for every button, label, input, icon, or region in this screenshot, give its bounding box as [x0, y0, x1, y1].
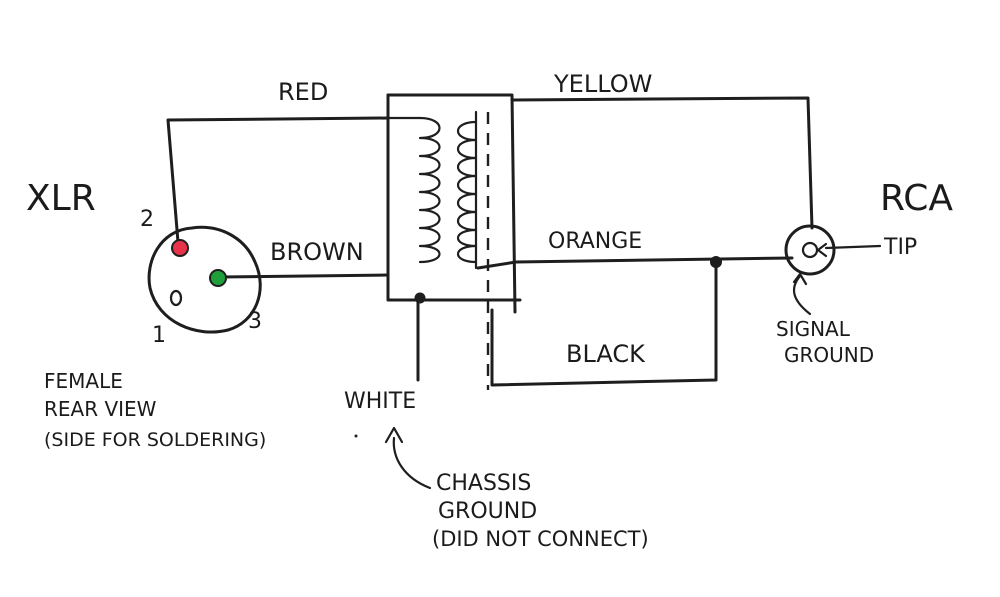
xlr-body — [147, 225, 262, 334]
orange-black-junction — [710, 256, 722, 268]
chassis-ground-arrow — [392, 436, 432, 490]
xlr-pin-1 — [169, 289, 183, 307]
primary-coil — [386, 116, 441, 264]
xlr-pin-2-label: 2 — [140, 207, 154, 232]
white-wire-label: WHITE — [344, 389, 416, 414]
red-wire-label: RED — [278, 78, 328, 106]
rca-connector — [784, 224, 882, 316]
yellow-wire — [510, 96, 814, 230]
chassis-label-line-1: CHASSIS — [436, 471, 531, 496]
signal-ground-arrow — [792, 274, 812, 316]
black-wire-label: BLACK — [566, 340, 646, 368]
xlr-pin-1-label: 1 — [152, 323, 166, 348]
orange-wire — [476, 256, 794, 270]
rca-body — [784, 224, 836, 276]
xlr-title: XLR — [26, 178, 96, 219]
transformer-left-frame — [386, 93, 522, 302]
white-wire-junction — [414, 292, 426, 304]
rca-center — [801, 241, 819, 259]
rca-tip-arrowhead — [816, 242, 828, 258]
chassis-ground-arrowhead — [384, 426, 404, 444]
transformer — [386, 93, 522, 390]
xlr-caption-line-3: (SIDE FOR SOLDERING) — [44, 429, 266, 451]
signal-ground-label-line-1: SIGNAL — [776, 317, 851, 341]
yellow-wire-label: YELLOW — [553, 70, 652, 98]
black-wire — [490, 260, 718, 387]
brown-wire-label: BROWN — [270, 238, 364, 266]
chassis-label-line-3: (DID NOT CONNECT) — [432, 527, 649, 551]
secondary-coil — [456, 120, 478, 264]
xlr-caption-line-1: FEMALE — [44, 369, 123, 393]
xlr-connector — [147, 225, 262, 334]
rca-tip-label: TIP — [883, 235, 917, 260]
chassis-label-line-2: GROUND — [438, 499, 537, 524]
red-wire — [166, 116, 390, 244]
rca-tip-leader — [824, 244, 882, 250]
stray-dot — [354, 434, 358, 438]
signal-ground-arrowhead — [792, 272, 808, 286]
xlr-pin-3-label: 3 — [248, 309, 262, 334]
signal-ground-label-line-2: GROUND — [784, 343, 874, 367]
xlr-pin-2 — [171, 239, 189, 257]
xlr-pin-3 — [209, 269, 227, 287]
brown-wire — [218, 273, 390, 279]
orange-wire-label: ORANGE — [548, 229, 642, 254]
xlr-caption-line-2: REAR VIEW — [44, 397, 157, 421]
transformer-right-frame — [386, 93, 517, 314]
rca-title: RCA — [880, 178, 953, 219]
